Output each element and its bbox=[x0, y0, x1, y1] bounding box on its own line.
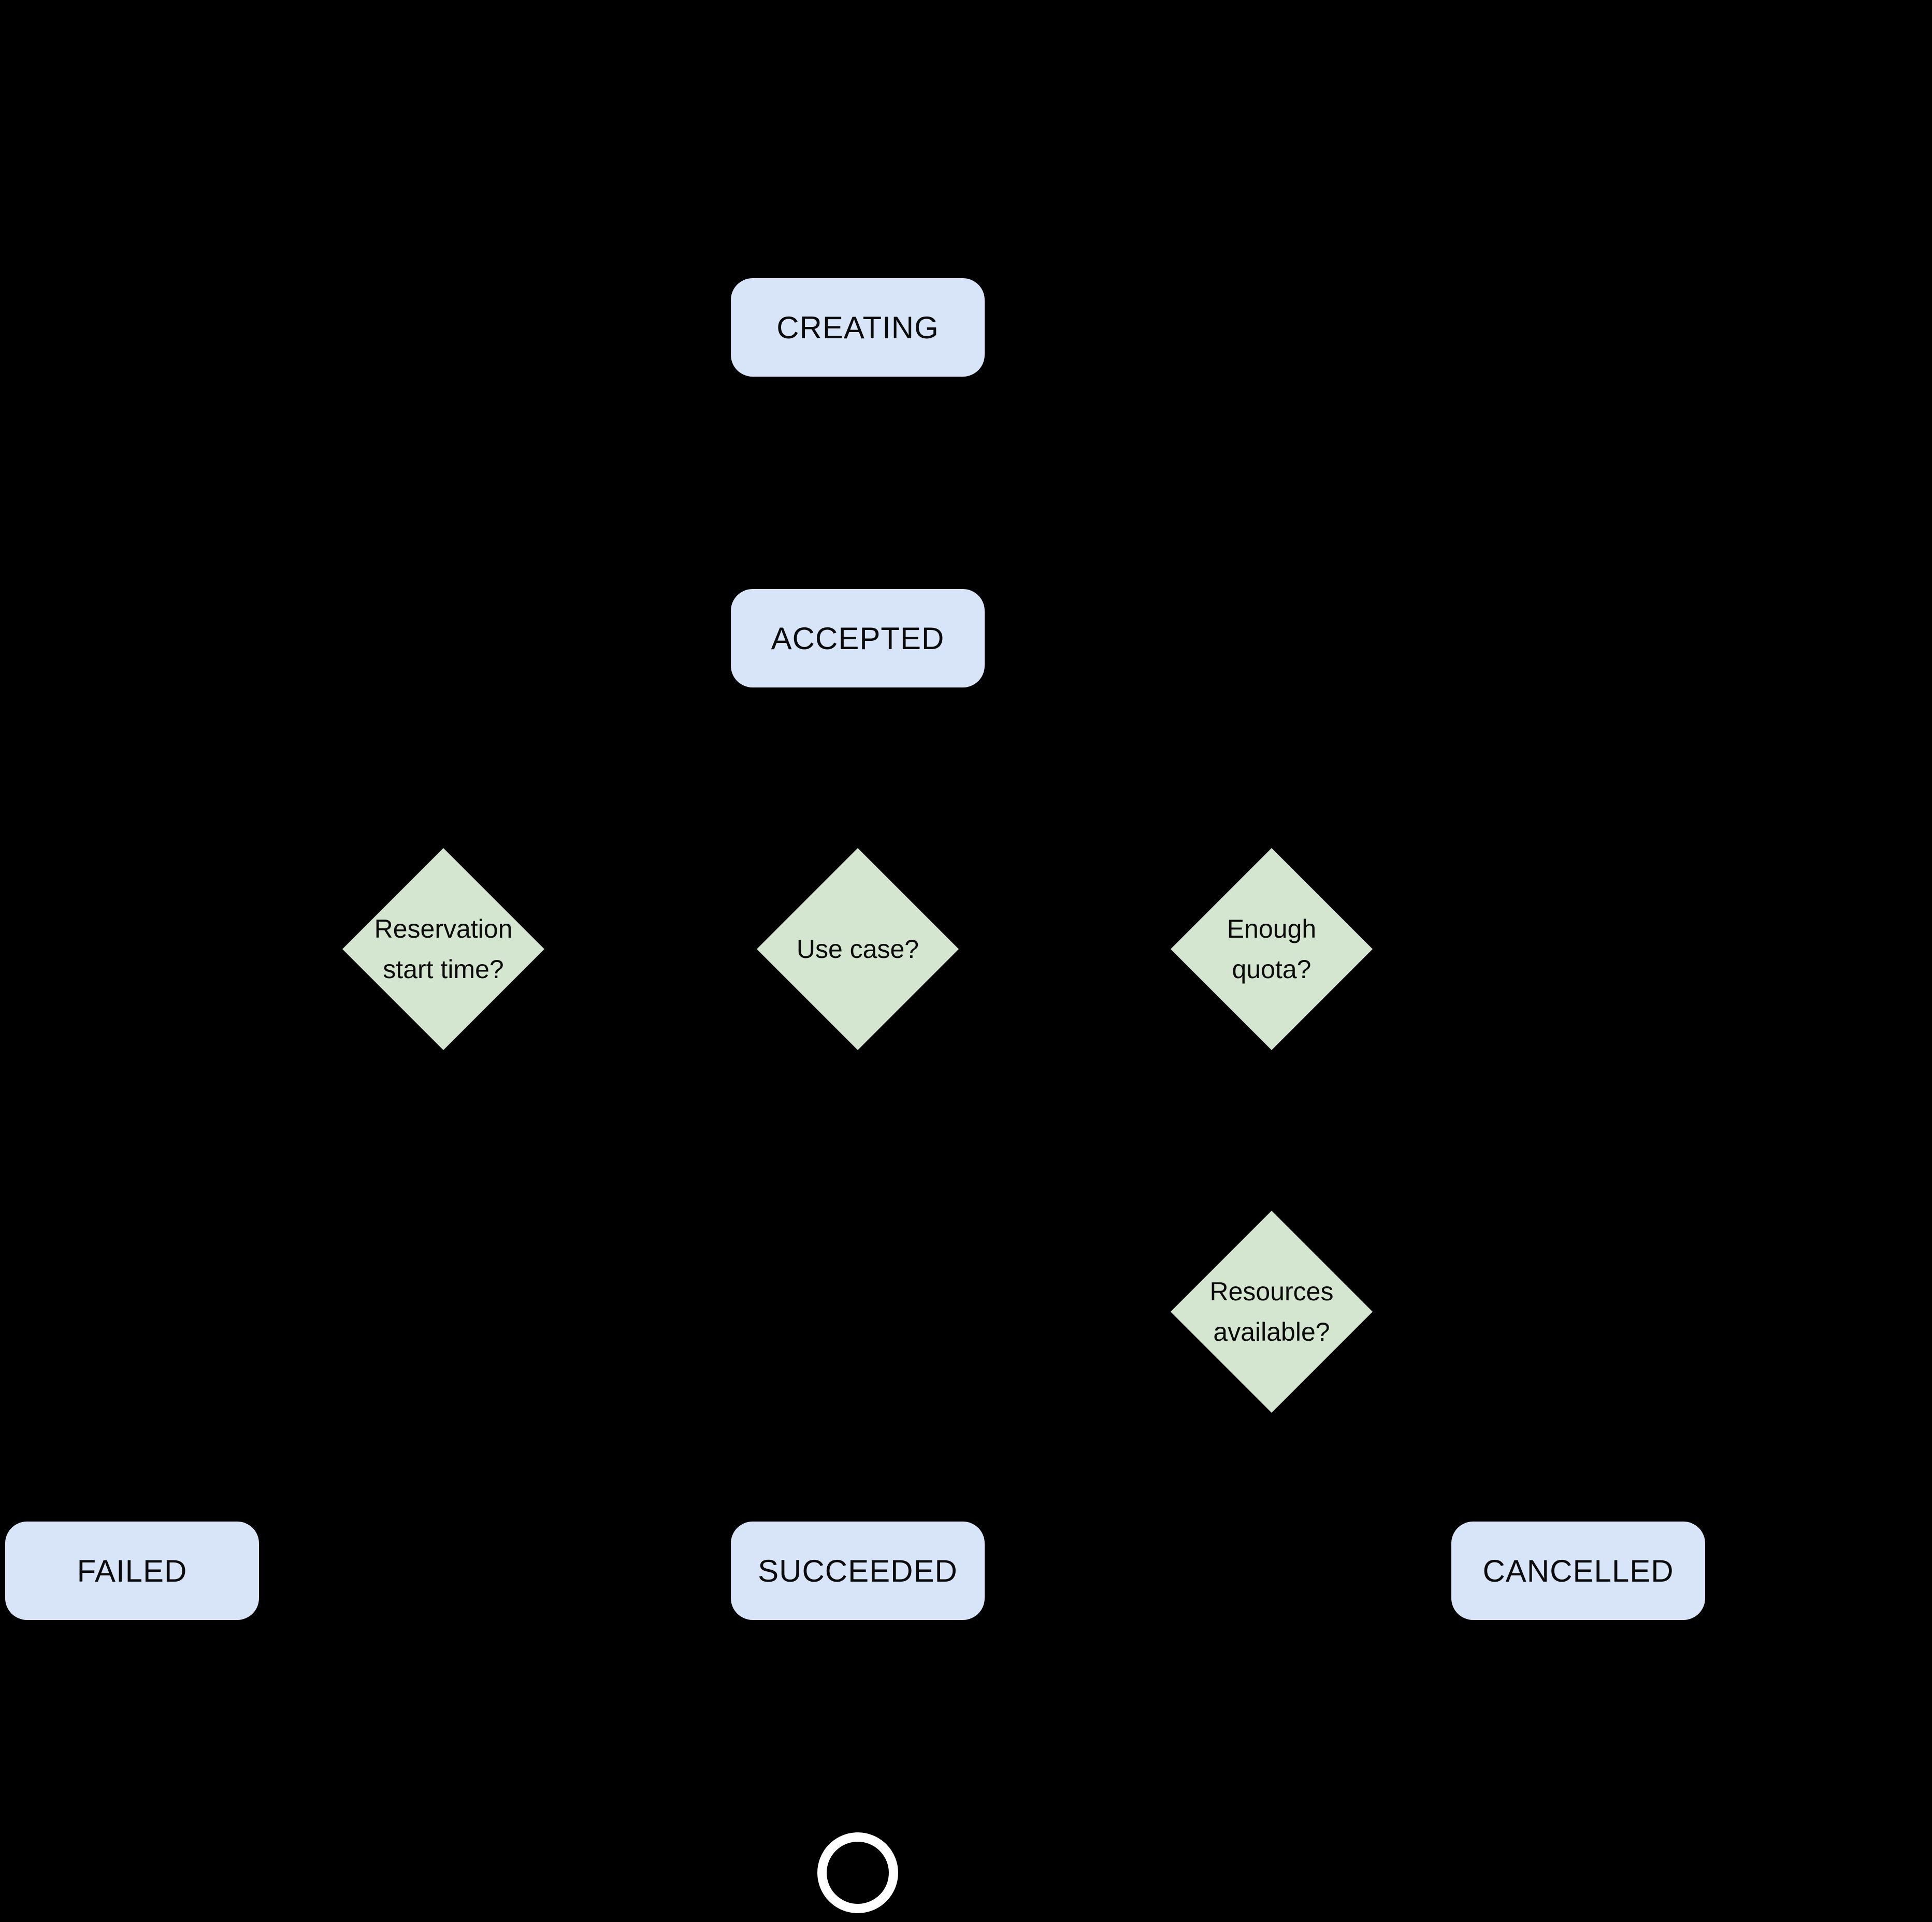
state-node-accepted: ACCEPTED bbox=[731, 589, 985, 687]
decision-label: Enough quota? bbox=[1227, 914, 1317, 984]
decision-node-enough-quota: Enough quota? bbox=[1171, 848, 1373, 1050]
decision-label: Resources available? bbox=[1209, 1277, 1334, 1346]
decision-node-resources-available: Resources available? bbox=[1171, 1211, 1373, 1413]
end-state-circle-icon bbox=[817, 1832, 898, 1913]
decision-node-reservation-start-time: Reservation start time? bbox=[342, 848, 544, 1050]
decision-label: Reservation start time? bbox=[374, 914, 513, 984]
state-node-succeeded: SUCCEEDED bbox=[731, 1522, 985, 1620]
decision-node-use-case: Use case? bbox=[757, 848, 959, 1050]
decision-label: Use case? bbox=[796, 935, 919, 964]
state-node-creating: CREATING bbox=[731, 278, 985, 377]
state-node-failed: FAILED bbox=[5, 1522, 259, 1620]
state-node-cancelled: CANCELLED bbox=[1451, 1522, 1705, 1620]
